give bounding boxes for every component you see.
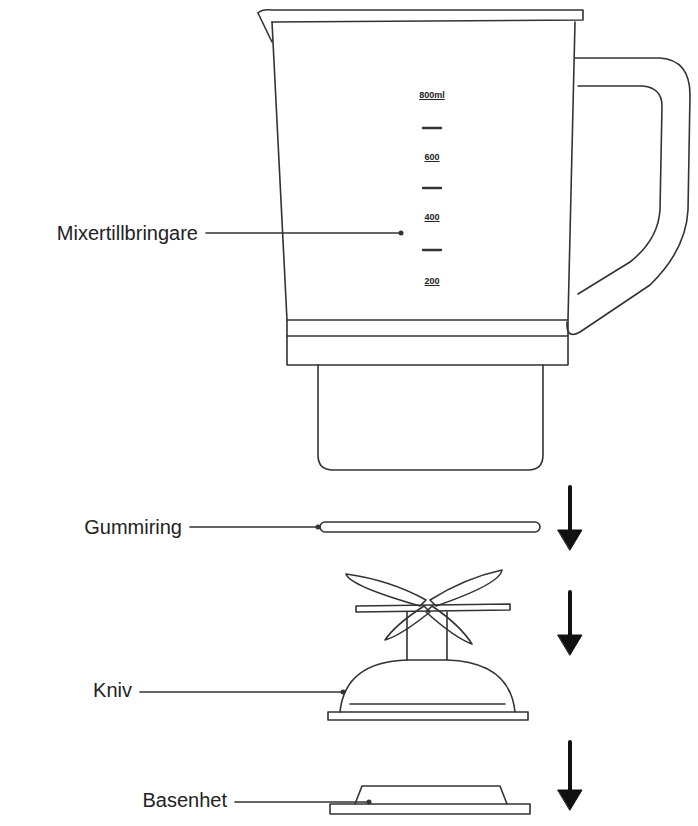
scale-mark: 200 [407, 277, 457, 287]
scale-mark: 400 [407, 213, 457, 223]
scale-mark: 800ml [407, 91, 457, 101]
part-name: Basenhet [142, 789, 227, 811]
part-name: Kniv [93, 679, 132, 701]
scale-mark: 600 [407, 153, 457, 163]
part-name: Mixertillbringare [57, 222, 198, 244]
part-name: Gummiring [84, 516, 182, 538]
